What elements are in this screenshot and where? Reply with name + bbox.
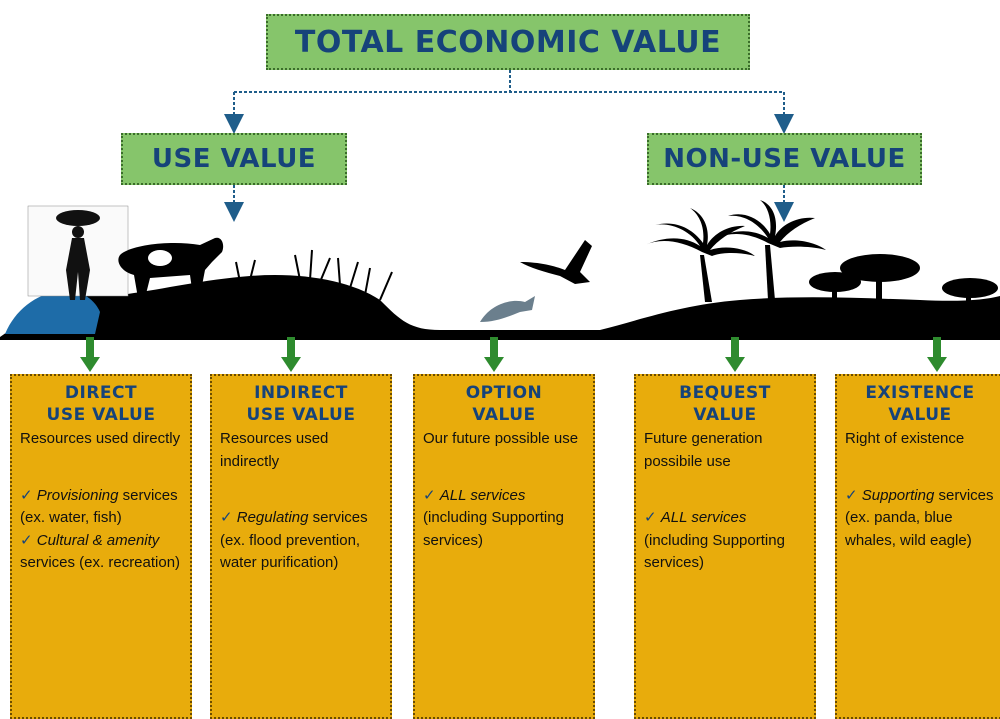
- total-economic-value-node: TOTAL ECONOMIC VALUE: [266, 14, 750, 70]
- list-item: ✓ Provisioning services (ex. water, fish…: [20, 486, 178, 527]
- box-items: ✓ ALL services (including Supporting ser…: [423, 485, 585, 553]
- box-description: Future generation possibile use: [644, 430, 763, 470]
- grass-icon: [235, 249, 393, 301]
- landscape: [0, 200, 1000, 340]
- box-items: ✓ ALL services (including Supporting ser…: [644, 507, 806, 575]
- box-description: Right of existence: [845, 430, 965, 448]
- person-carrying-icon: [56, 210, 100, 300]
- box-description: Resources used directly: [20, 430, 181, 448]
- list-item: ✓ ALL services (including Supporting ser…: [644, 509, 785, 572]
- palm-tree-icon: [645, 200, 826, 302]
- non-use-value-node: NON-USE VALUE: [647, 133, 922, 185]
- bird-icon: [520, 240, 592, 284]
- list-item: ✓ ALL services (including Supporting ser…: [423, 486, 564, 549]
- tree-icon: [809, 254, 998, 302]
- connector-top: [224, 70, 794, 222]
- box-items: ✓ Provisioning services (ex. water, fish…: [20, 485, 182, 575]
- cow-icon: [118, 237, 224, 298]
- green-arrows: [80, 337, 947, 372]
- fish-icon: [480, 296, 535, 322]
- box-description: Resources used indirectly: [220, 430, 329, 470]
- box-description: Our future possible use: [423, 430, 579, 448]
- box-items: ✓ Supporting services (ex. panda, blue w…: [845, 485, 995, 553]
- list-item: ✓ Supporting services (ex. panda, blue w…: [845, 486, 994, 549]
- water-rock-icon: [5, 289, 100, 334]
- list-item: ✓ Regulating services (ex. flood prevent…: [220, 509, 368, 572]
- box-items: ✓ Regulating services (ex. flood prevent…: [220, 507, 382, 575]
- use-value-node: USE VALUE: [121, 133, 347, 185]
- list-item: ✓ Cultural & amenity services (ex. recre…: [20, 531, 181, 572]
